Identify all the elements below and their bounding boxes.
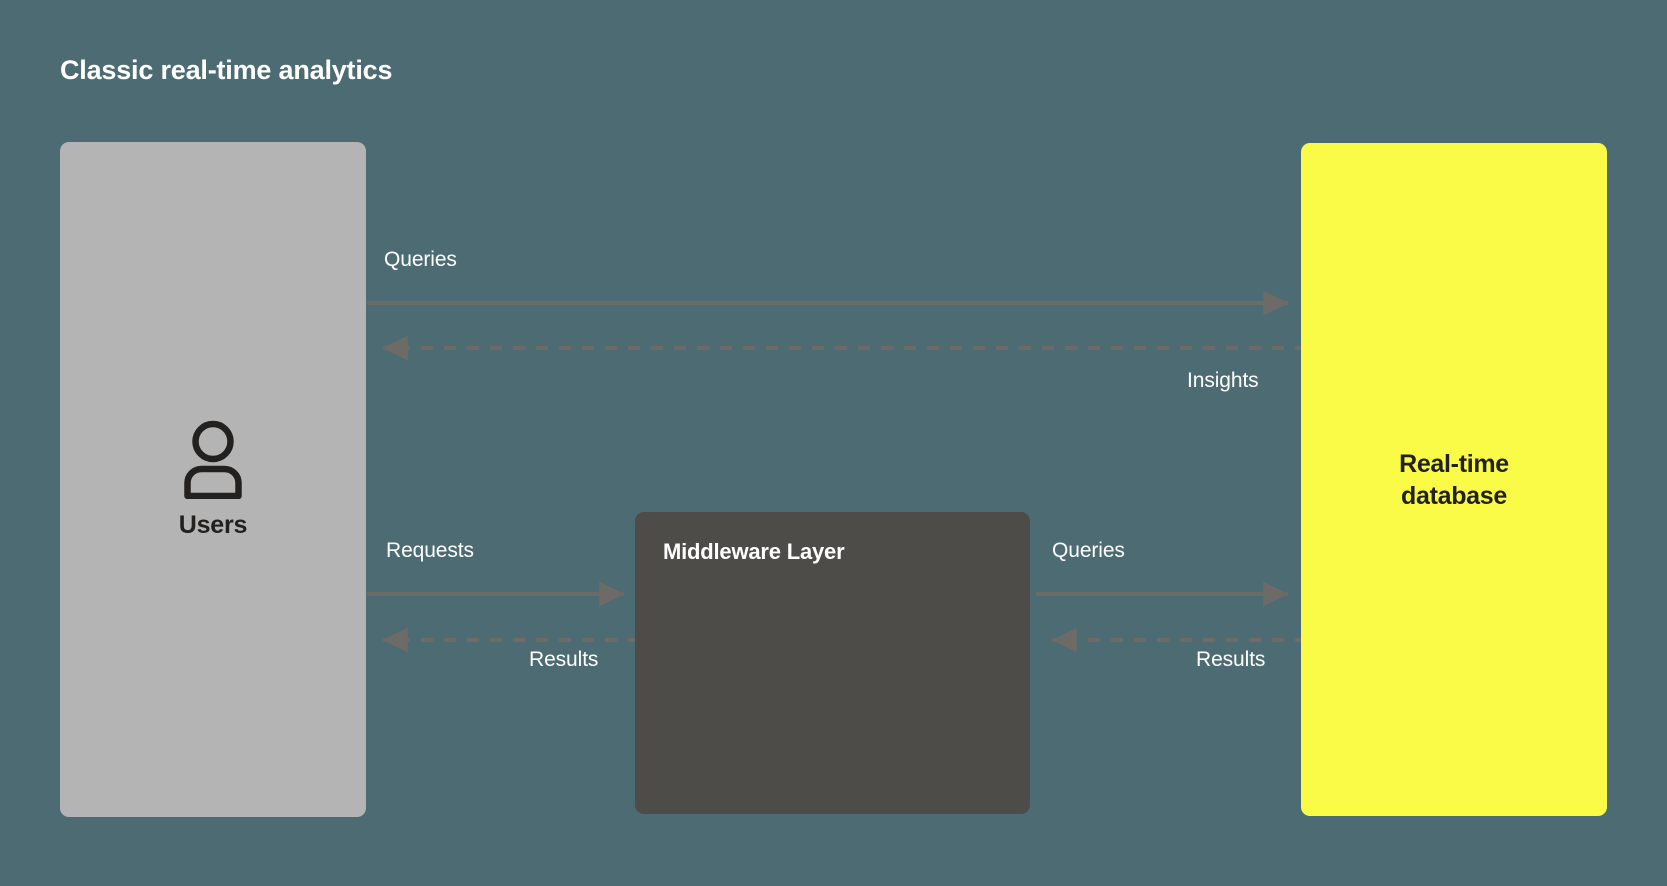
edge-label-insights: Insights	[1187, 369, 1259, 392]
node-middleware[interactable]: Middleware Layer	[635, 512, 1030, 814]
node-database-label-line2: database	[1401, 481, 1507, 510]
edge-label-results-left: Results	[529, 648, 599, 671]
node-database-label-line1: Real-time	[1399, 449, 1509, 478]
node-database[interactable]: Real-time database	[1301, 143, 1607, 816]
node-users[interactable]: Users	[60, 142, 366, 817]
edge-label-results-right: Results	[1196, 648, 1266, 671]
user-icon	[184, 420, 242, 499]
edge-label-queries-mid: Queries	[1052, 539, 1125, 562]
node-middleware-label: Middleware Layer	[663, 539, 845, 564]
edge-label-queries-top: Queries	[384, 248, 457, 271]
page-title: Classic real-time analytics	[60, 55, 393, 85]
edge-label-requests: Requests	[386, 539, 474, 562]
node-database-label: Real-time database	[1399, 448, 1509, 512]
node-users-label: Users	[178, 511, 248, 539]
